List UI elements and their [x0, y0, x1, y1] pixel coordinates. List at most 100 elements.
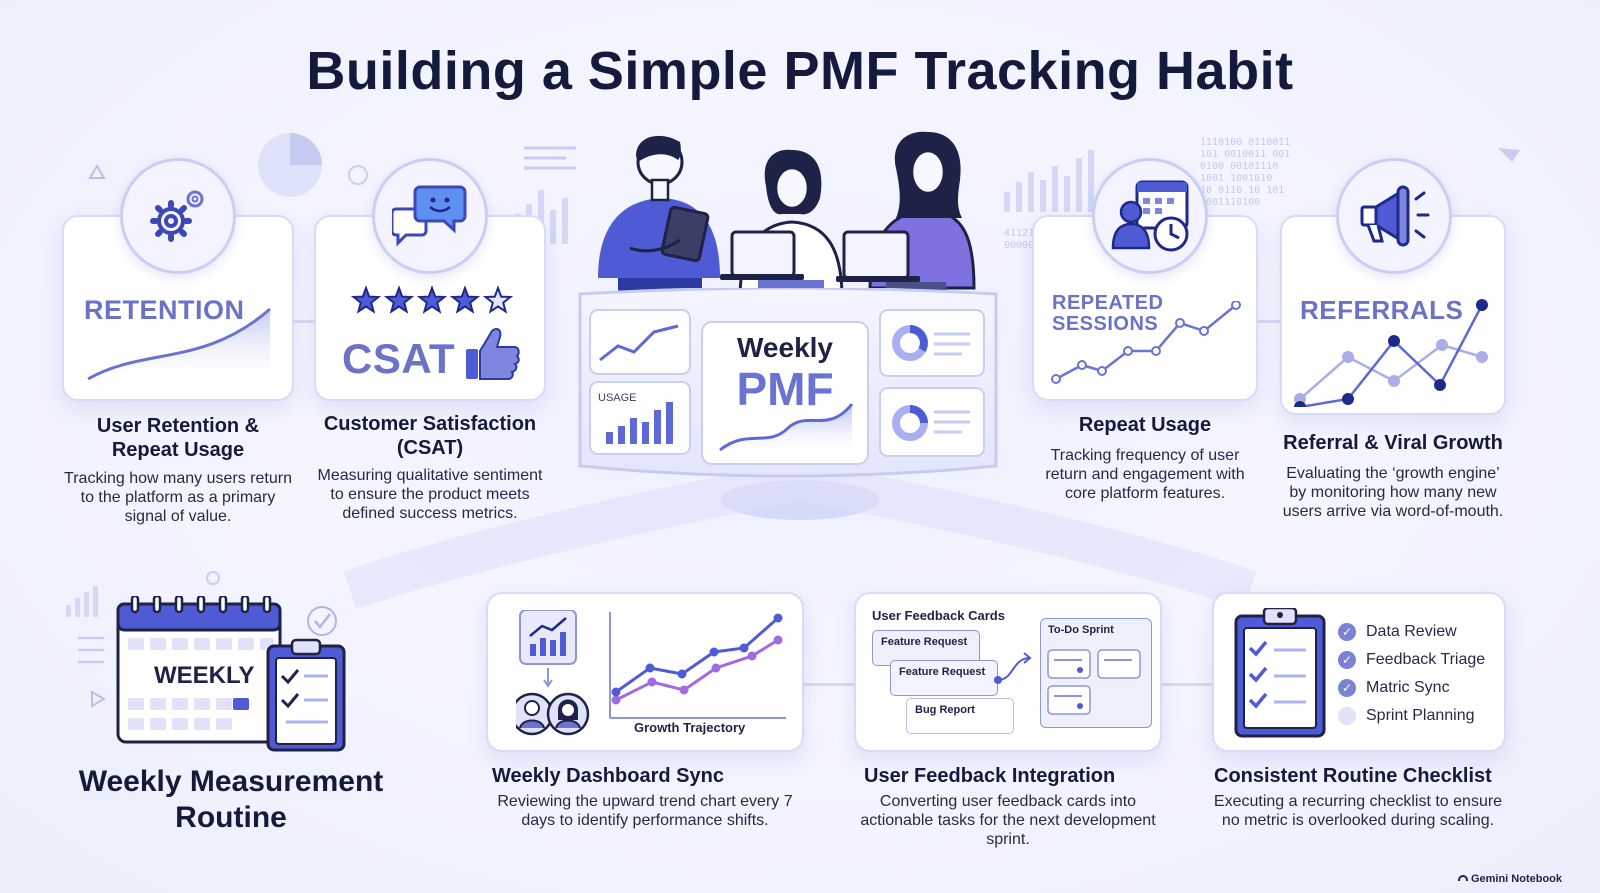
csat-badge	[372, 158, 488, 274]
svg-text:1001110100: 1001110100	[1200, 197, 1260, 208]
chart-point	[1199, 326, 1209, 336]
retention-curve	[87, 307, 271, 387]
dashboard-title-line1: Weekly	[737, 332, 833, 363]
repeated-sessions-badge	[1092, 158, 1208, 274]
checklist-item-label: Matric Sync	[1366, 679, 1450, 696]
gears-icon	[150, 190, 204, 242]
chart-point	[1436, 339, 1448, 351]
chart-point	[773, 613, 783, 623]
checklist-item-label: Feedback Triage	[1366, 651, 1486, 668]
sprint-title: To-Do Sprint	[1048, 624, 1114, 636]
growth-trajectory-illustration	[516, 610, 786, 736]
chart-point	[1123, 346, 1133, 356]
page-title: Building a Simple PMF Tracking Habit	[306, 41, 1294, 101]
checklist-item-label: Data Review	[1366, 623, 1457, 640]
checklist-item-label: Sprint Planning	[1366, 707, 1475, 724]
chart-point	[747, 651, 757, 661]
chart-point	[1388, 375, 1400, 387]
svg-text:1110100 0110011: 1110100 0110011	[1200, 137, 1290, 148]
chart-point	[1342, 393, 1354, 405]
star-filled-icon	[449, 285, 481, 314]
chart-point	[1294, 401, 1306, 407]
dashboard-sync-description: Reviewing the upward trend chart every 7…	[497, 793, 793, 829]
svg-text:00000: 00000	[1004, 240, 1034, 251]
unchecked-icon: ✓	[1338, 707, 1356, 725]
checklist-item: ✓Feedback Triage	[1338, 646, 1498, 674]
chart-point	[1231, 301, 1241, 310]
weekly-routine-heading: Weekly Measurement Routine	[78, 765, 384, 834]
growth-chart-caption: Growth Trajectory	[634, 720, 746, 735]
dashboard-sync-heading: Weekly Dashboard Sync	[492, 765, 724, 787]
svg-text:10 0110 10 101: 10 0110 10 101	[1200, 185, 1284, 196]
chart-point	[1434, 379, 1446, 391]
chart-point	[1151, 346, 1161, 356]
chart-point	[645, 663, 655, 673]
sessions-line-chart	[1051, 301, 1241, 384]
checklist-item: ✓ Matric Sync	[1338, 674, 1498, 702]
sprint-task-cards	[1047, 649, 1141, 715]
checklist-description: Executing a recurring checklist to ensur…	[1213, 793, 1503, 829]
csat-description: Measuring qualitative sentiment to ensur…	[317, 467, 543, 522]
chart-point	[739, 643, 749, 653]
footer-brand: Gemini Notebook	[1457, 873, 1562, 885]
chat-bubbles-icon	[392, 185, 467, 247]
star-empty-icon	[482, 285, 514, 314]
checklist-heading: Consistent Routine Checklist	[1214, 765, 1492, 787]
referrals-label: REFERRALS	[1300, 295, 1464, 325]
csat-label: CSAT	[342, 335, 456, 382]
chart-point	[1342, 351, 1354, 363]
thumbs-up-icon	[466, 328, 520, 380]
csat-heading: Customer Satisfaction (CSAT)	[323, 413, 537, 459]
referrals-description: Evaluating the ‘growth engine’ by monito…	[1282, 465, 1504, 520]
chart-point	[679, 685, 689, 695]
chart-point	[773, 635, 783, 645]
referrals-heading: Referral & Viral Growth	[1283, 432, 1503, 454]
megaphone-icon	[1360, 185, 1430, 247]
brand-icon	[1457, 875, 1468, 881]
svg-text:1001 1001010: 1001 1001010	[1200, 173, 1272, 184]
arrow-icon	[994, 652, 1032, 684]
dashboard-title-line2: PMF	[736, 363, 834, 415]
chart-point	[1077, 360, 1087, 370]
dashboard-sync-card: Growth Trajectory	[486, 592, 804, 752]
chart-point	[1476, 351, 1488, 363]
chart-point	[1175, 318, 1185, 328]
feedback-card-item: Feature Request	[890, 660, 998, 696]
chart-point	[1051, 374, 1061, 384]
team-illustration	[598, 131, 976, 316]
retention-description: Tracking how many users return to the pl…	[64, 470, 292, 525]
check-icon: ✓	[1338, 679, 1356, 697]
center-dashboard	[578, 288, 998, 478]
chart-point	[1097, 366, 1107, 376]
star-filled-icon	[383, 285, 415, 314]
connector-line	[290, 320, 314, 323]
chart-point	[611, 695, 621, 705]
referrals-card: REFERRALS	[1280, 215, 1506, 415]
checklist: ✓Data Review✓Feedback Triage✓Matric Sync…	[1338, 618, 1498, 730]
star-rating	[350, 285, 514, 314]
checklist-item: ✓ Sprint Planning	[1338, 702, 1498, 730]
feedback-card-item: Bug Report	[906, 698, 1014, 734]
check-icon: ✓	[1338, 623, 1356, 641]
retention-heading: User Retention & Repeat Usage	[96, 415, 260, 461]
chart-point	[677, 669, 687, 679]
chart-point	[611, 687, 621, 697]
referrals-line-chart	[1294, 299, 1488, 407]
chart-point	[1476, 299, 1488, 311]
feedback-description: Converting user feedback cards into acti…	[860, 793, 1156, 848]
footer-text: Gemini Notebook	[1470, 873, 1562, 885]
connector-line	[1258, 320, 1282, 323]
user-calendar-clock-icon	[1111, 180, 1189, 252]
connector-line	[800, 683, 854, 686]
chart-point	[711, 663, 721, 673]
svg-text:41121: 41121	[1004, 228, 1034, 239]
checklist-item: ✓ Data Review	[1338, 618, 1498, 646]
clipboard-icon	[1234, 608, 1326, 738]
star-filled-icon	[350, 285, 382, 314]
svg-text:0100 00101110: 0100 00101110	[1200, 161, 1278, 172]
referrals-badge	[1336, 158, 1452, 274]
feedback-card: User Feedback Cards Feature Request Feat…	[854, 592, 1162, 752]
svg-text:101 0010011 001: 101 0010011 001	[1200, 149, 1290, 160]
repeat-usage-description: Tracking frequency of user return and en…	[1045, 447, 1245, 502]
